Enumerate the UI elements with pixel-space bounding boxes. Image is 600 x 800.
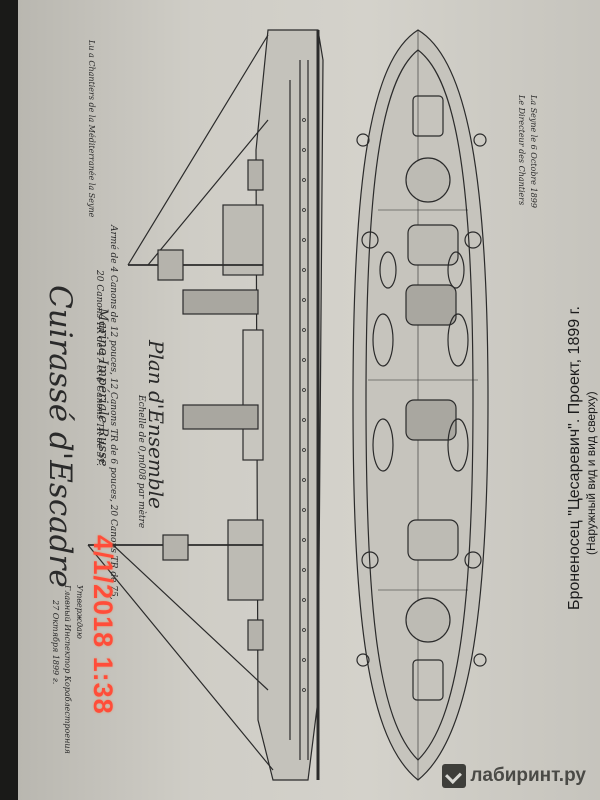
side-profile-view <box>87 29 324 781</box>
signature-note-1: La Seyne le 6 Octobre 1899 <box>529 95 538 208</box>
subtitle: Plan d'Ensemble <box>144 340 168 509</box>
date-stamp-text: 4/1/2018 1:38 <box>88 535 118 715</box>
date-stamp: 4/1/2018 1:38 <box>46 535 118 750</box>
signature-note-2: Le Directeur des Chantiers <box>517 95 526 206</box>
spec-line-2: 20 Canons TR de 47 et 6 Canons TR de 37. <box>94 270 104 466</box>
labirint-logo-icon <box>442 764 467 788</box>
ship-drawing <box>87 29 489 781</box>
caption-title: Броненосец "Цесаревич". Проект, 1899 г. <box>566 306 583 610</box>
watermark-logo: лабиринт.ру <box>442 764 586 788</box>
scale-note: Echelle de 0,m008 par mètre <box>136 395 146 529</box>
top-down-view <box>352 29 489 781</box>
caption-subtitle: (Наружный вид и вид сверху) <box>584 391 598 555</box>
top-right-note: Lu a Chantiers de la Méditerranée la Sey… <box>87 40 96 218</box>
scanned-page: Marine Impériale Russe Cuirassé d'Escadr… <box>18 0 600 800</box>
watermark-text: лабиринт.ру <box>470 765 586 786</box>
